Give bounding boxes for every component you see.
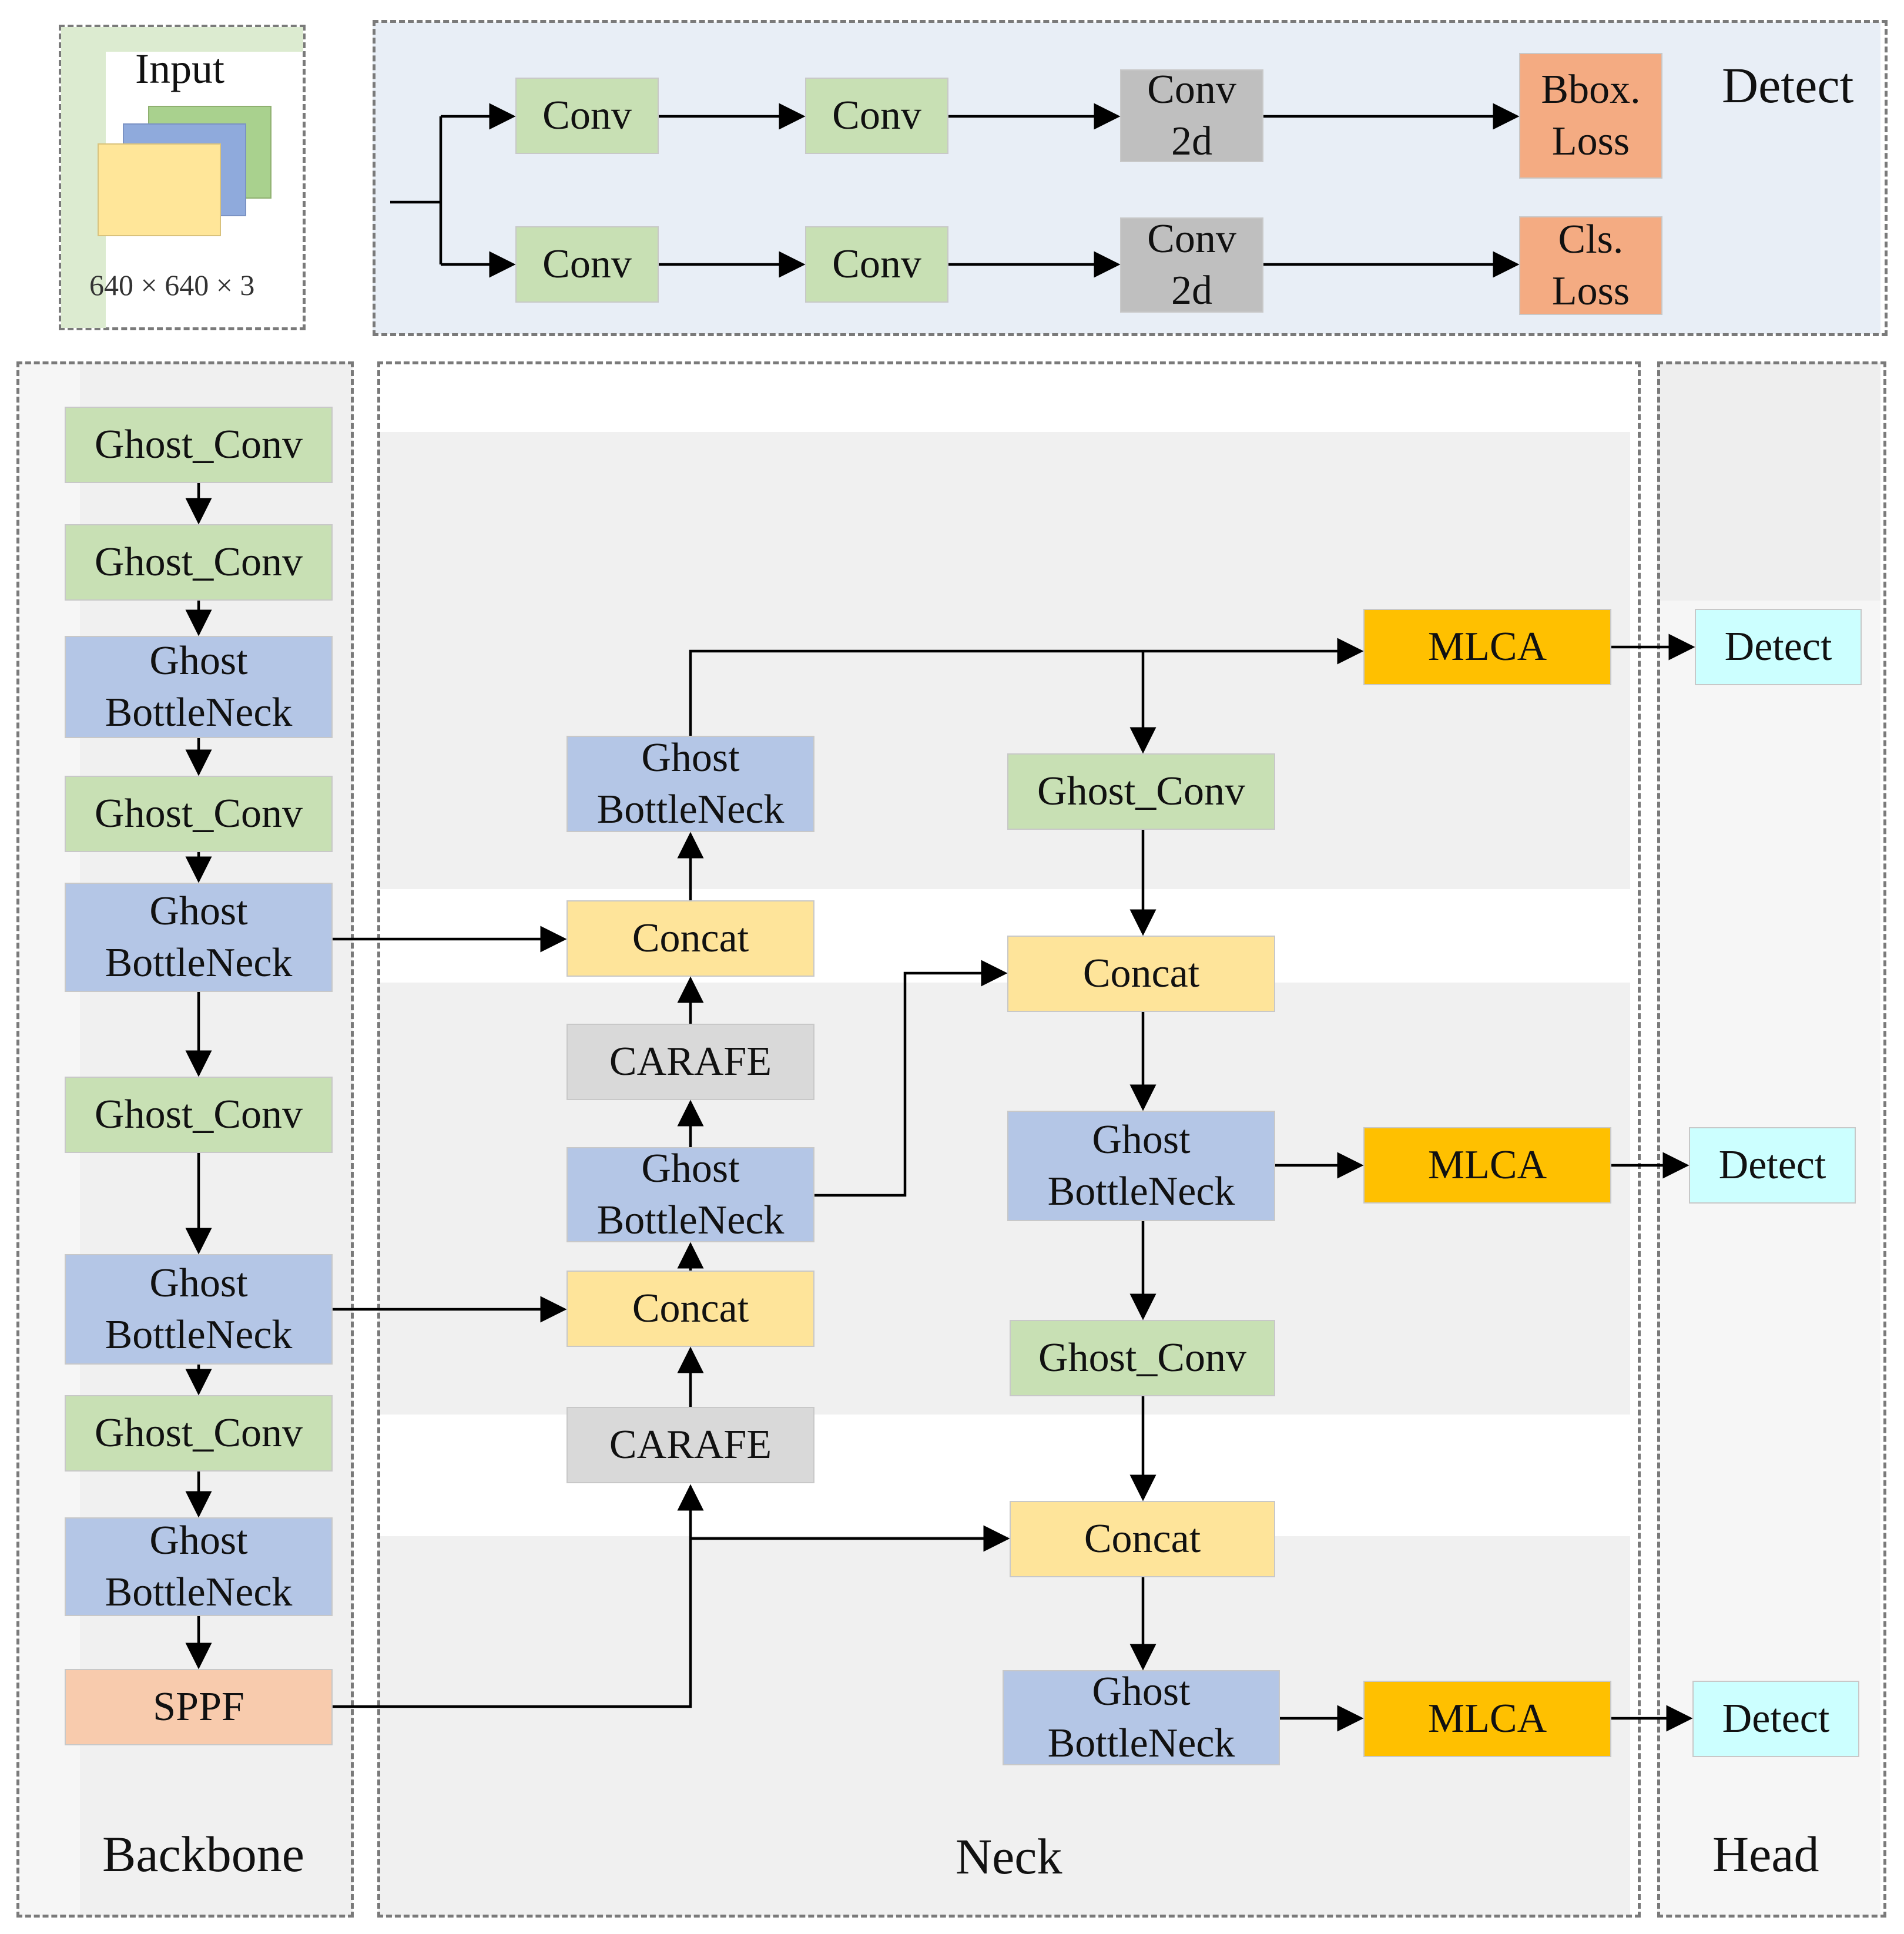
detect-bbox-loss: Bbox.Loss — [1519, 53, 1662, 179]
neck-concat-top: Concat — [566, 900, 814, 977]
detect-cls-loss: Cls.Loss — [1519, 216, 1662, 315]
detect-row1-conv-2: Conv — [805, 78, 948, 154]
detect-row1-conv-1: Conv — [515, 78, 659, 154]
line-sppf-to-neck — [333, 1484, 704, 1708]
detect-panel — [373, 20, 1888, 336]
head-detect-1: Detect — [1695, 609, 1862, 685]
neck-panel — [377, 361, 1641, 1918]
arrow-bottleneck-top-to-mlca-1 — [689, 638, 1364, 736]
head-panel — [1657, 361, 1886, 1918]
neck-mlca-1: MLCA — [1363, 609, 1611, 685]
neck-ghost-conv-2: Ghost_Conv — [1010, 1320, 1275, 1396]
input-channel-yellow — [98, 143, 221, 236]
backbone-title: Backbone — [102, 1826, 304, 1882]
backbone-ghost-conv-4: Ghost_Conv — [65, 1077, 333, 1153]
detect-row2-conv-2: Conv — [805, 226, 948, 303]
backbone-ghost-conv-5: Ghost_Conv — [65, 1395, 333, 1472]
neck-concat-2: Concat — [1010, 1501, 1275, 1577]
neck-carafe-top: CARAFE — [566, 1024, 814, 1100]
head-top-background — [1657, 363, 1880, 601]
input-panel — [59, 25, 306, 330]
head-title: Head — [1712, 1826, 1819, 1882]
detect-panel-title: Detect — [1722, 57, 1854, 113]
head-detect-3: Detect — [1692, 1681, 1859, 1757]
neck-mlca-3: MLCA — [1363, 1681, 1611, 1757]
backbone-sppf: SPPF — [65, 1669, 333, 1745]
arrow-bottleneck-mid-to-concat-1 — [814, 960, 1008, 1197]
neck-carafe-bottom: CARAFE — [566, 1407, 814, 1483]
neck-concat-mid: Concat — [566, 1271, 814, 1347]
backbone-panel — [16, 361, 354, 1918]
neck-mlca-2: MLCA — [1363, 1127, 1611, 1204]
backbone-ghost-conv-2: Ghost_Conv — [65, 524, 333, 601]
neck-concat-1: Concat — [1007, 936, 1275, 1012]
neck-ghost-conv-1: Ghost_Conv — [1007, 753, 1275, 830]
neck-title: Neck — [956, 1828, 1062, 1885]
backbone-ghost-conv-3: Ghost_Conv — [65, 776, 333, 852]
backbone-ghost-conv-1: Ghost_Conv — [65, 407, 333, 483]
head-detect-2: Detect — [1689, 1127, 1856, 1204]
input-image-icon — [98, 106, 274, 239]
detect-row2-conv-1: Conv — [515, 226, 659, 303]
input-size: 640 × 640 × 3 — [89, 269, 255, 301]
input-title: Input — [135, 45, 224, 92]
